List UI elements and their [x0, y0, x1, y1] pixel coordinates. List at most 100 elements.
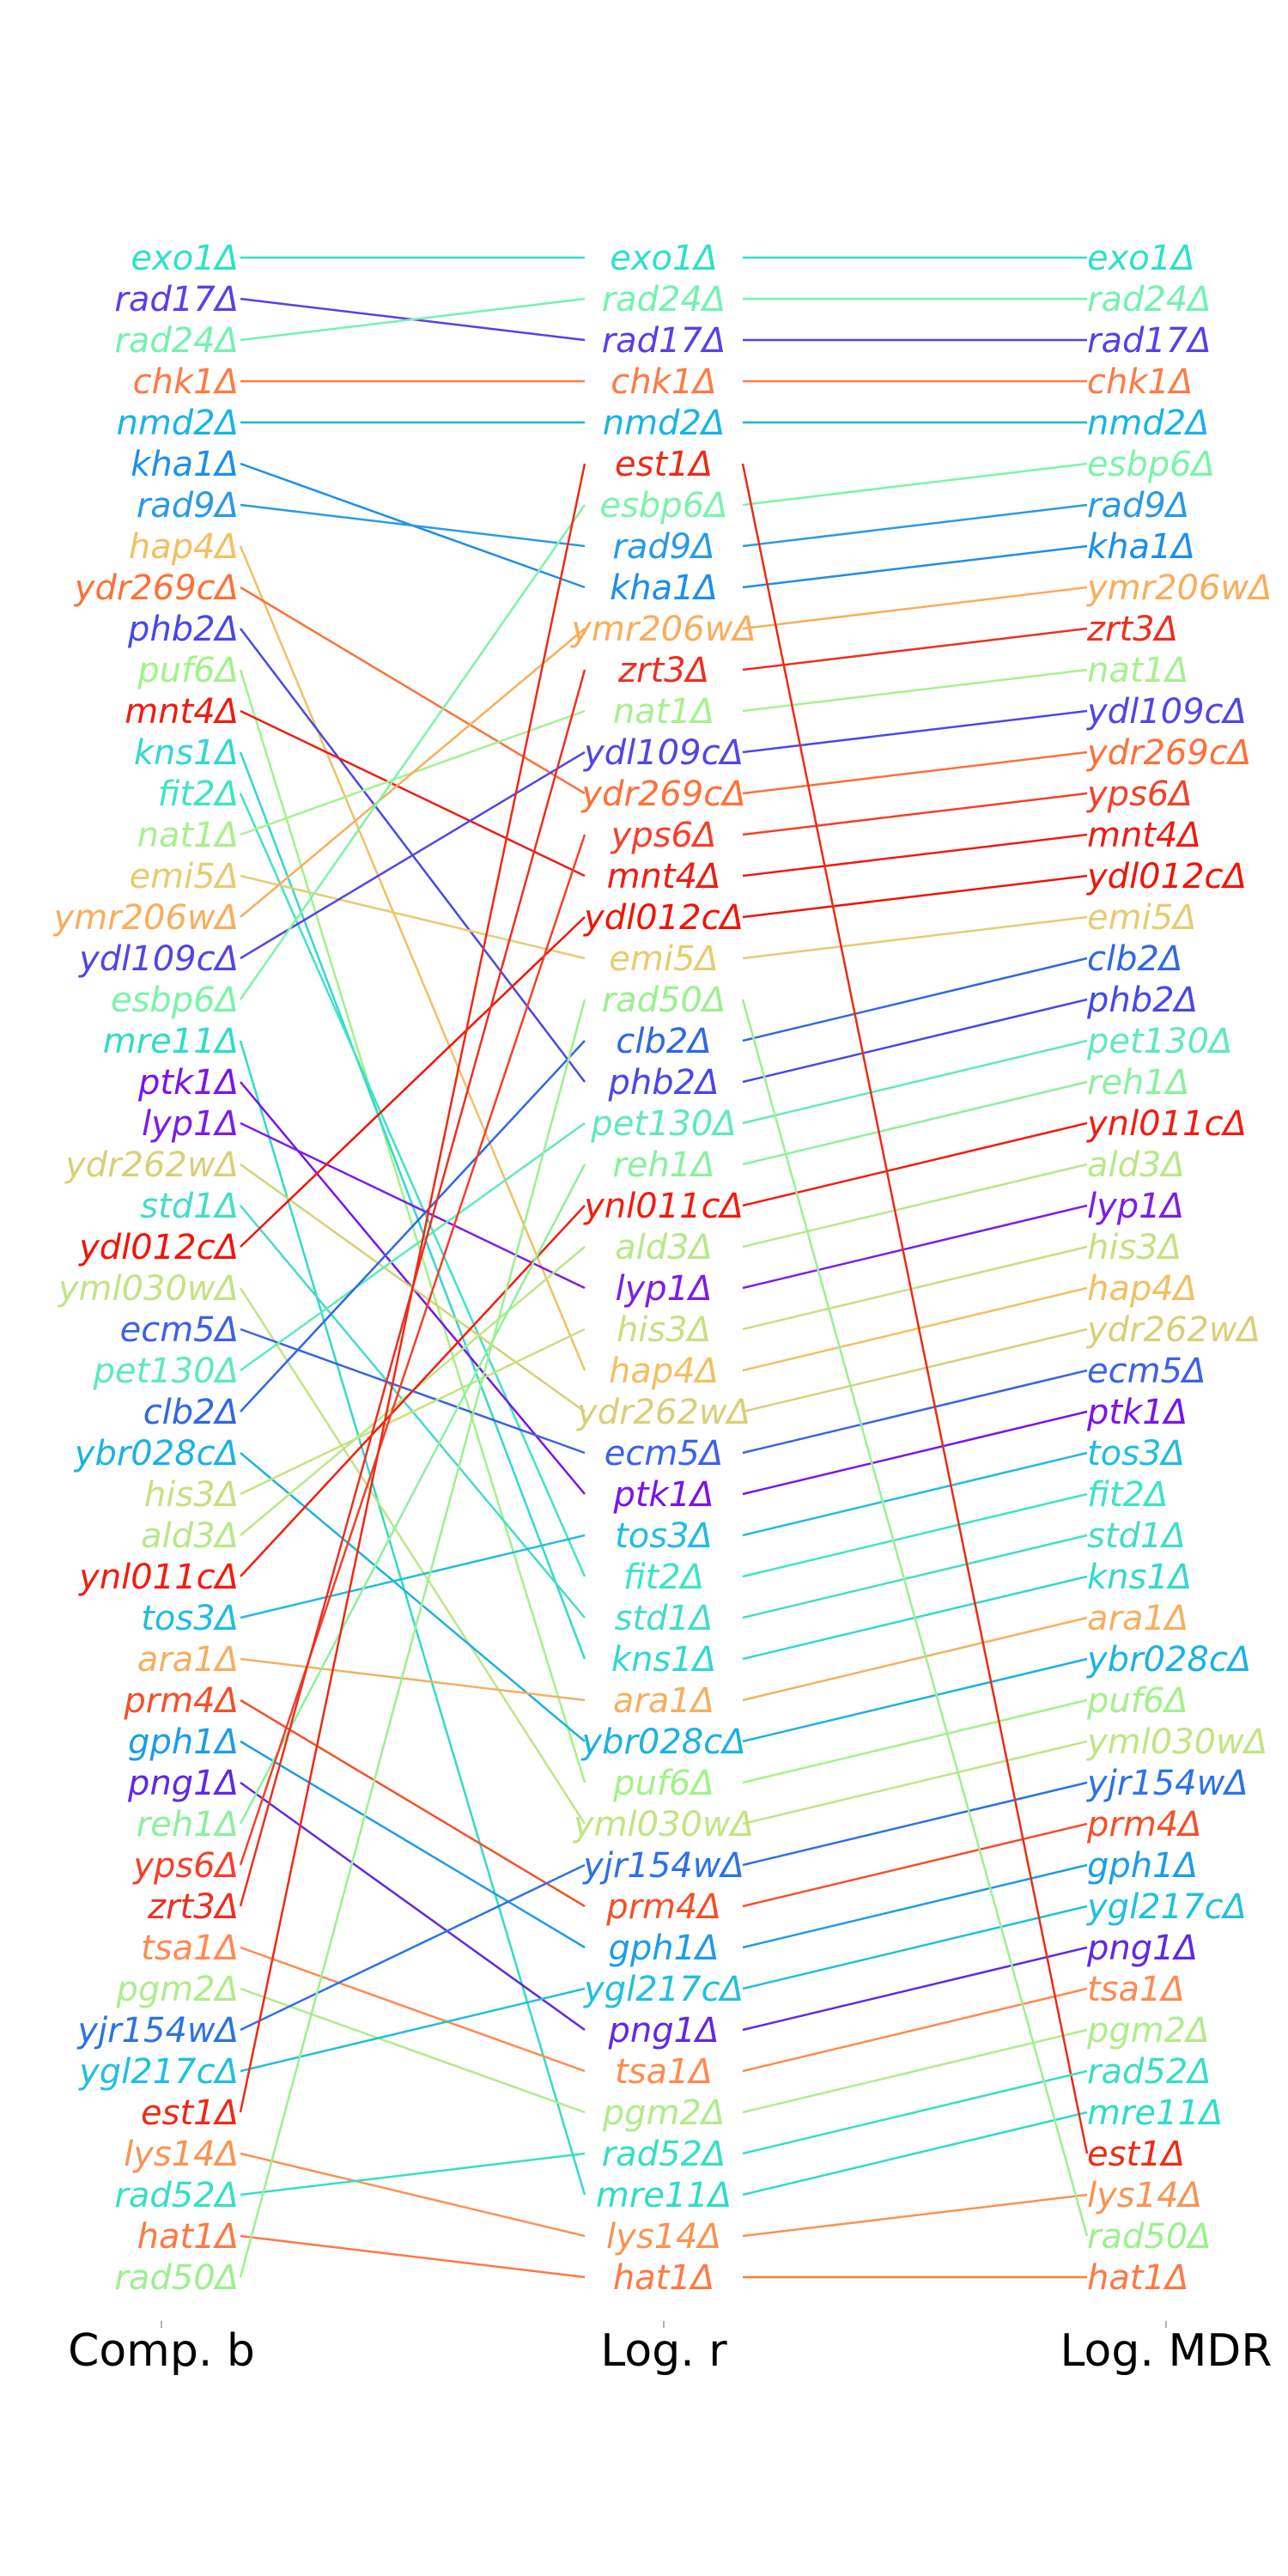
connector-rad24-0	[240, 297, 586, 342]
label-ynl011c-0: ynl011cΔ	[78, 1558, 239, 1597]
label-reh1-1: reh1Δ	[612, 1145, 714, 1185]
label-chk1-2: chk1Δ	[1087, 362, 1193, 402]
axis-label-0: Comp. b	[68, 2325, 255, 2377]
connector-his3-1	[742, 1245, 1088, 1331]
label-ydr269c-2: ydr269cΔ	[1086, 733, 1251, 773]
label-rad9-0: rad9Δ	[137, 486, 239, 526]
label-fit2-1: fit2Δ	[623, 1558, 704, 1597]
connector-rad50-1	[741, 999, 1089, 2237]
label-png1-2: png1Δ	[1086, 1929, 1198, 1968]
label-ptk1-2: ptk1Δ	[1086, 1393, 1188, 1432]
connector-pgm2-0	[240, 1987, 586, 2114]
label-kha1-0: kha1Δ	[131, 445, 239, 484]
label-emi5-1: emi5Δ	[609, 939, 719, 979]
axis-label-1: Log. r	[600, 2325, 727, 2377]
label-yps6-1: yps6Δ	[611, 816, 717, 855]
label-gph1-2: gph1Δ	[1087, 1846, 1198, 1886]
connector-mnt4-1	[742, 833, 1088, 878]
label-esbp6-2: esbp6Δ	[1087, 445, 1215, 484]
label-ecm5-0: ecm5Δ	[120, 1310, 239, 1350]
connector-ydl109c-0	[240, 750, 586, 960]
label-ald3-2: ald3Δ	[1087, 1145, 1185, 1185]
label-esbp6-1: esbp6Δ	[599, 486, 727, 526]
connector-ygl217c-1	[742, 1905, 1088, 1990]
connector-ydl012c-1	[742, 874, 1088, 919]
label-png1-0: png1Δ	[127, 1764, 239, 1803]
label-yjr154w-1: yjr154wΔ	[582, 1846, 744, 1886]
connector-lines	[239, 256, 1089, 2279]
connector-phb2-1	[742, 998, 1088, 1084]
label-png1-1: png1Δ	[608, 2011, 720, 2050]
label-rad17-0: rad17Δ	[114, 280, 239, 319]
label-mre11-1: mre11Δ	[596, 2176, 732, 2215]
label-ara1-1: ara1Δ	[613, 1681, 714, 1721]
label-prm4-1: prm4Δ	[605, 1887, 721, 1927]
label-rad17-2: rad17Δ	[1087, 321, 1212, 361]
label-hap4-2: hap4Δ	[1087, 1269, 1197, 1309]
connector-tsa1-1	[742, 1987, 1088, 2073]
connector-zrt3-1	[742, 627, 1088, 671]
label-ybr028c-1: ybr028cΔ	[580, 1722, 745, 1762]
connector-ecm5-1	[742, 1369, 1088, 1455]
connector-std1-1	[742, 1534, 1088, 1619]
label-ptk1-1: ptk1Δ	[612, 1475, 714, 1515]
connector-fit2-1	[742, 1492, 1088, 1578]
label-ald3-1: ald3Δ	[615, 1228, 713, 1267]
label-nmd2-0: nmd2Δ	[116, 404, 239, 443]
label-ydr262w-0: ydr262wΔ	[64, 1145, 239, 1185]
label-nmd2-1: nmd2Δ	[603, 404, 726, 443]
label-ydl012c-1: ydl012cΔ	[583, 898, 744, 938]
label-phb2-1: phb2Δ	[608, 1063, 720, 1103]
label-rad9-1: rad9Δ	[612, 527, 714, 567]
connector-ymr206w-0	[240, 628, 586, 918]
label-est1-2: est1Δ	[1087, 2135, 1185, 2174]
label-kha1-2: kha1Δ	[1087, 527, 1195, 567]
label-yml030w-0: yml030wΔ	[58, 1269, 239, 1309]
label-pgm2-1: pgm2Δ	[602, 2093, 726, 2133]
label-his3-0: his3Δ	[144, 1475, 239, 1515]
label-yjr154w-2: yjr154wΔ	[1086, 1764, 1249, 1803]
connector-reh1-1	[742, 1080, 1088, 1166]
label-lyp1-0: lyp1Δ	[142, 1104, 239, 1144]
connector-ynl011c-0	[240, 1205, 586, 1577]
connector-hap4-0	[239, 545, 586, 1371]
connector-lys14-0	[240, 2152, 586, 2238]
connector-est1-0	[239, 463, 586, 2113]
label-ydr269c-0: ydr269cΔ	[74, 568, 239, 608]
connector-clb2-1	[742, 957, 1088, 1042]
label-lys14-1: lys14Δ	[606, 2217, 721, 2257]
connector-yjr154w-0	[240, 1863, 586, 2032]
connector-tos3-0	[240, 1534, 586, 1619]
label-mnt4-1: mnt4Δ	[607, 857, 721, 896]
connector-ybr028c-1	[742, 1657, 1088, 1743]
connector-rad52-0	[240, 2152, 586, 2196]
label-kns1-1: kns1Δ	[611, 1640, 716, 1680]
connector-nat1-1	[742, 668, 1088, 713]
label-ara1-0: ara1Δ	[137, 1640, 239, 1680]
label-rad50-2: rad50Δ	[1087, 2217, 1212, 2257]
connector-ydr269c-0	[240, 586, 586, 795]
label-ybr028c-2: ybr028cΔ	[1086, 1640, 1251, 1680]
connector-prm4-1	[742, 1822, 1088, 1908]
connector-his3-0	[240, 1327, 586, 1496]
label-std1-1: std1Δ	[615, 1599, 714, 1638]
label-prm4-2: prm4Δ	[1086, 1805, 1202, 1844]
label-puf6-2: puf6Δ	[1086, 1681, 1188, 1721]
label-ydl109c-0: ydl109cΔ	[78, 939, 239, 979]
label-rad17-1: rad17Δ	[602, 321, 726, 361]
label-rad24-0: rad24Δ	[114, 321, 239, 361]
label-exo1-1: exo1Δ	[610, 239, 718, 278]
label-reh1-2: reh1Δ	[1087, 1063, 1189, 1103]
label-rad52-1: rad52Δ	[602, 2135, 726, 2174]
connector-png1-1	[742, 1946, 1088, 2032]
label-std1-0: std1Δ	[140, 1187, 239, 1226]
connector-puf6-1	[742, 1698, 1088, 1784]
label-clb2-0: clb2Δ	[143, 1393, 239, 1432]
connector-clb2-0	[240, 1040, 586, 1413]
label-esbp6-0: esbp6Δ	[111, 981, 239, 1020]
label-hat1-2: hat1Δ	[1087, 2258, 1188, 2298]
label-ymr206w-0: ymr206wΔ	[52, 898, 239, 938]
label-pgm2-2: pgm2Δ	[1086, 2011, 1210, 2050]
label-ydl109c-2: ydl109cΔ	[1086, 692, 1247, 732]
